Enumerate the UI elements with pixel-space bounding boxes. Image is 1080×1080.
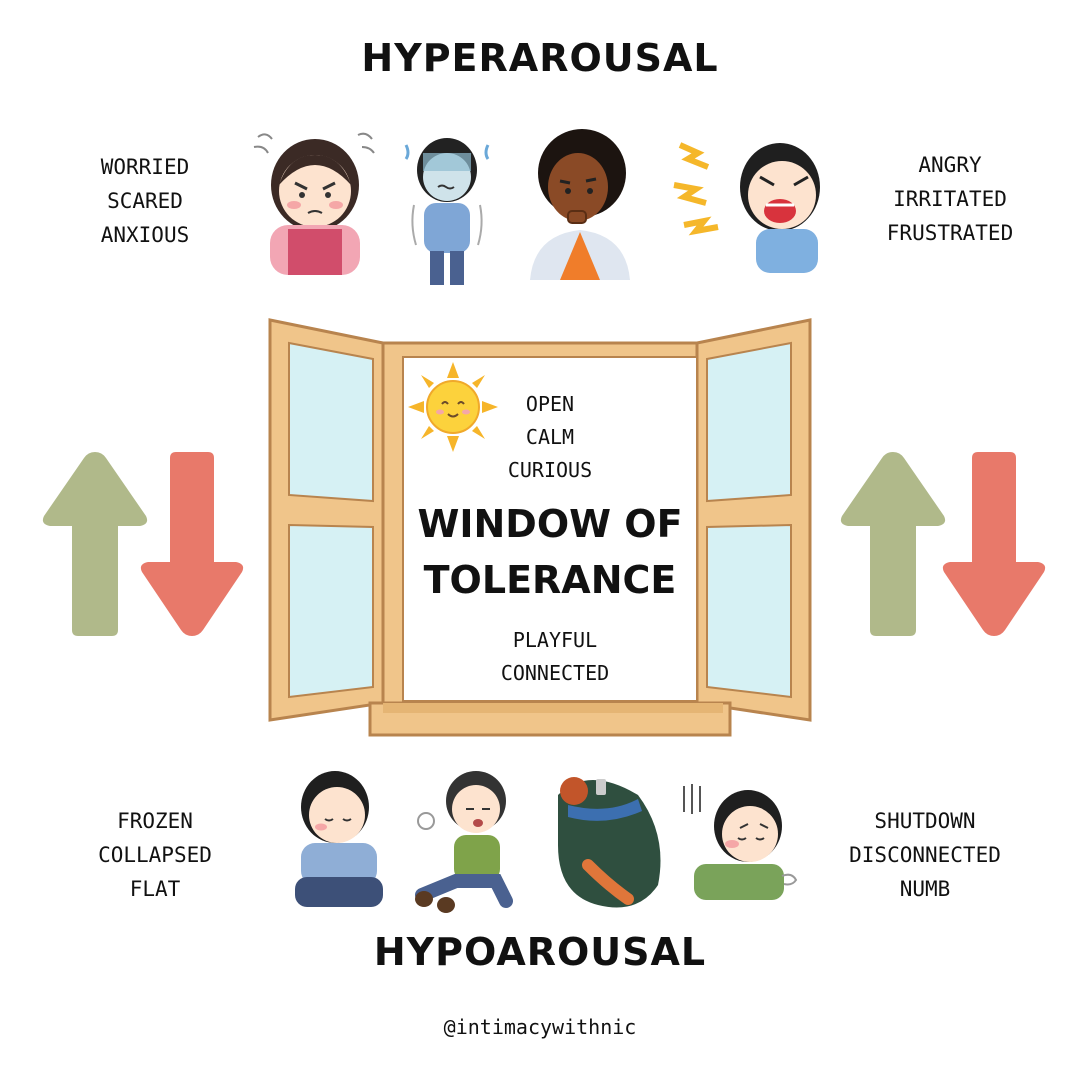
- angry-girl-icon: [253, 132, 375, 275]
- word: DISCONNECTED: [849, 843, 1001, 867]
- word: WORRIED: [100, 155, 190, 179]
- hyperarousal-heading: HYPERAROUSAL: [361, 36, 719, 80]
- author-handle: @intimacywithnic: [443, 1015, 637, 1039]
- word: CURIOUS: [507, 458, 593, 482]
- hypoarousal-heading: HYPOAROUSAL: [373, 930, 707, 974]
- window-bottom-words: PLAYFUL CONNECTED: [440, 624, 670, 690]
- window-illustration: [268, 318, 812, 737]
- window-title: WINDOW OF TOLERANCE: [405, 496, 695, 608]
- nervous-woman-icon: [530, 129, 630, 280]
- title-line: TOLERANCE: [423, 558, 677, 602]
- word: SHUTDOWN: [874, 809, 976, 833]
- word: COLLAPSED: [98, 843, 212, 867]
- hyper-right-words: ANGRY IRRITATED FRUSTRATED: [840, 148, 1060, 250]
- word: FLAT: [129, 877, 181, 901]
- hypo-right-words: SHUTDOWN DISCONNECTED NUMB: [815, 804, 1035, 906]
- gloomy-boy-icon: [683, 784, 798, 900]
- sad-sitting-boy-icon: [295, 771, 383, 907]
- word: IRRITATED: [893, 187, 1007, 211]
- down-arrow-icon: [942, 452, 1046, 636]
- smiling-sun-icon: [408, 362, 498, 452]
- word: FRUSTRATED: [886, 221, 1014, 245]
- word: ANGRY: [918, 153, 982, 177]
- shivering-boy-icon: [404, 138, 490, 285]
- word: NUMB: [899, 877, 951, 901]
- word: ANXIOUS: [100, 223, 190, 247]
- word: OPEN: [525, 392, 575, 416]
- word: PLAYFUL: [512, 628, 598, 652]
- title-line: WINDOW OF: [417, 502, 683, 546]
- up-arrow-icon: [840, 452, 946, 636]
- exhausted-boy-icon: [415, 771, 513, 913]
- up-arrow-icon: [42, 452, 148, 636]
- word: FROZEN: [117, 809, 193, 833]
- word: CALM: [525, 425, 575, 449]
- window-top-words: OPEN CALM CURIOUS: [490, 388, 610, 487]
- shouting-boy-icon: [673, 142, 820, 273]
- hyper-left-words: WORRIED SCARED ANXIOUS: [60, 150, 230, 252]
- hugging-knees-person-icon: [558, 777, 661, 908]
- down-arrow-icon: [140, 452, 244, 636]
- word: SCARED: [107, 189, 183, 213]
- hypo-left-words: FROZEN COLLAPSED FLAT: [55, 804, 255, 906]
- word: CONNECTED: [500, 661, 610, 685]
